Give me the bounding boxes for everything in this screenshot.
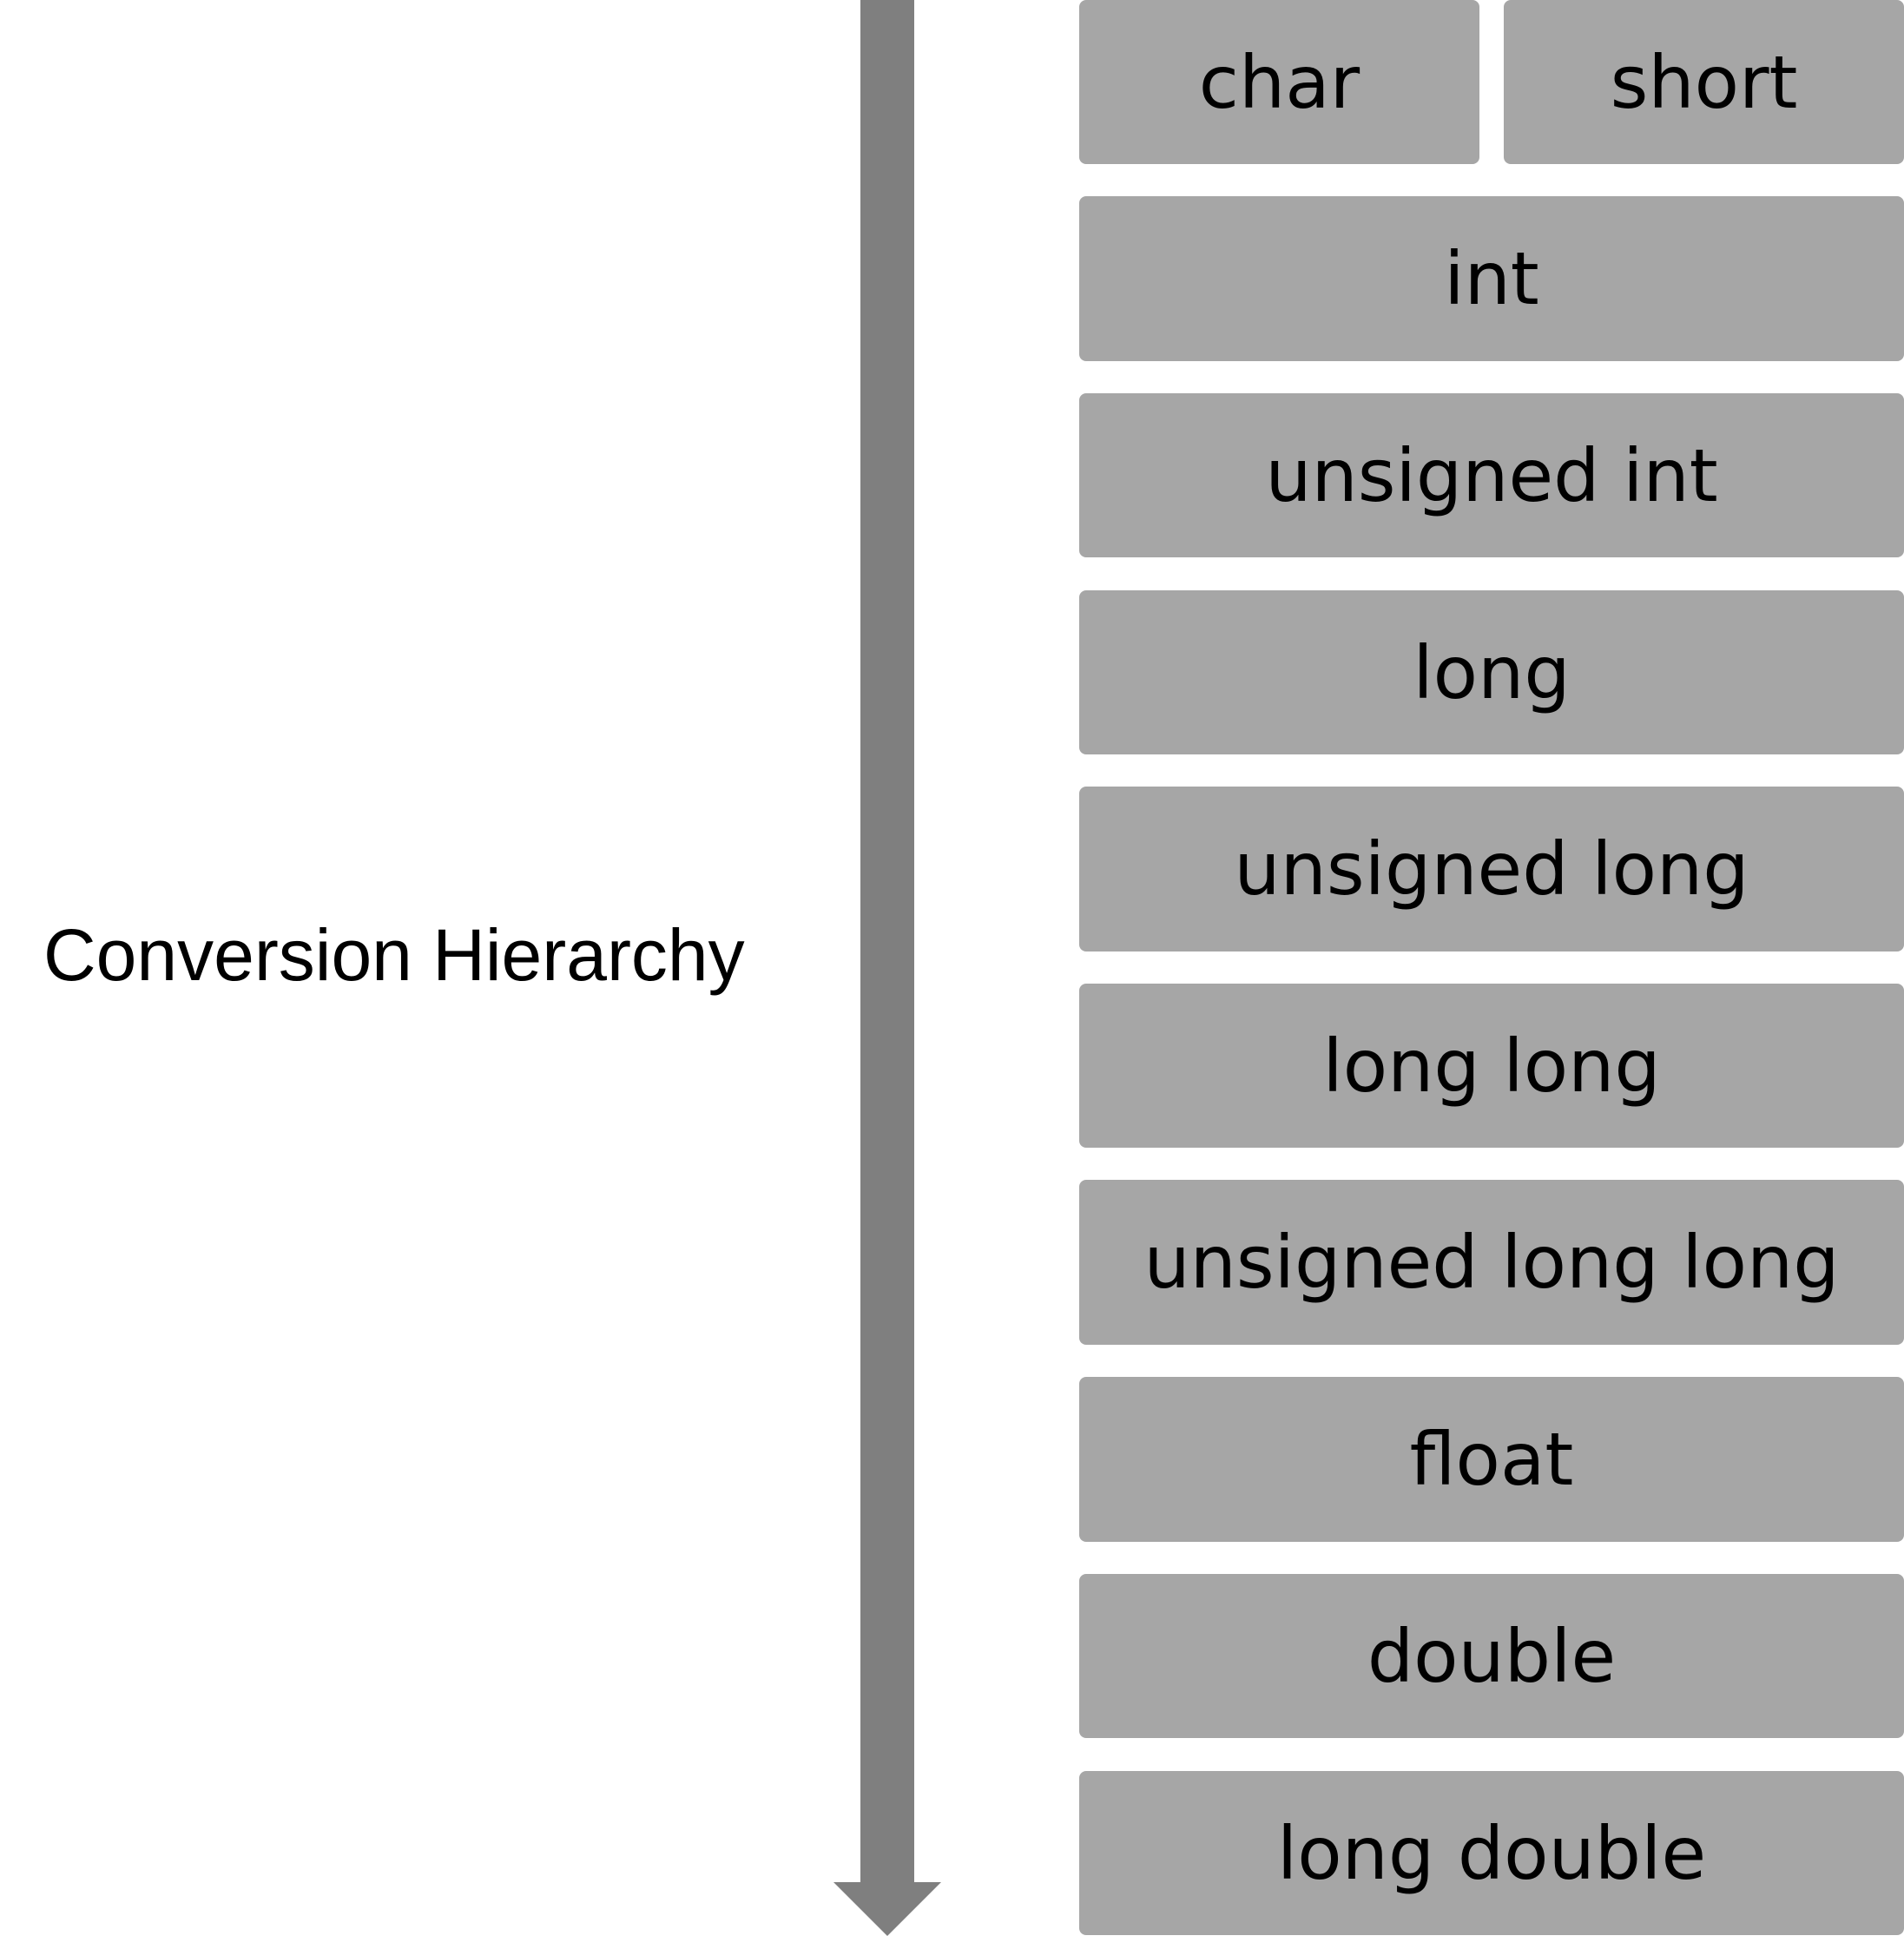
down-arrow-shaft [860, 0, 914, 1884]
down-arrow-icon [833, 1882, 941, 1936]
type-box-long-long: long long [1079, 984, 1904, 1148]
type-box-int: int [1079, 196, 1904, 361]
type-box-char: char [1079, 0, 1479, 164]
type-box-float: float [1079, 1377, 1904, 1542]
type-box-unsigned-long: unsigned long [1079, 787, 1904, 951]
type-box-double: double [1079, 1574, 1904, 1738]
type-box-unsigned-int: unsigned int [1079, 393, 1904, 557]
type-box-unsigned-long-long: unsigned long long [1079, 1180, 1904, 1345]
conversion-hierarchy-label: Conversion Hierarchy [43, 914, 745, 996]
type-box-long: long [1079, 590, 1904, 754]
type-box-short: short [1504, 0, 1904, 164]
type-box-long-double: long double [1079, 1771, 1904, 1935]
